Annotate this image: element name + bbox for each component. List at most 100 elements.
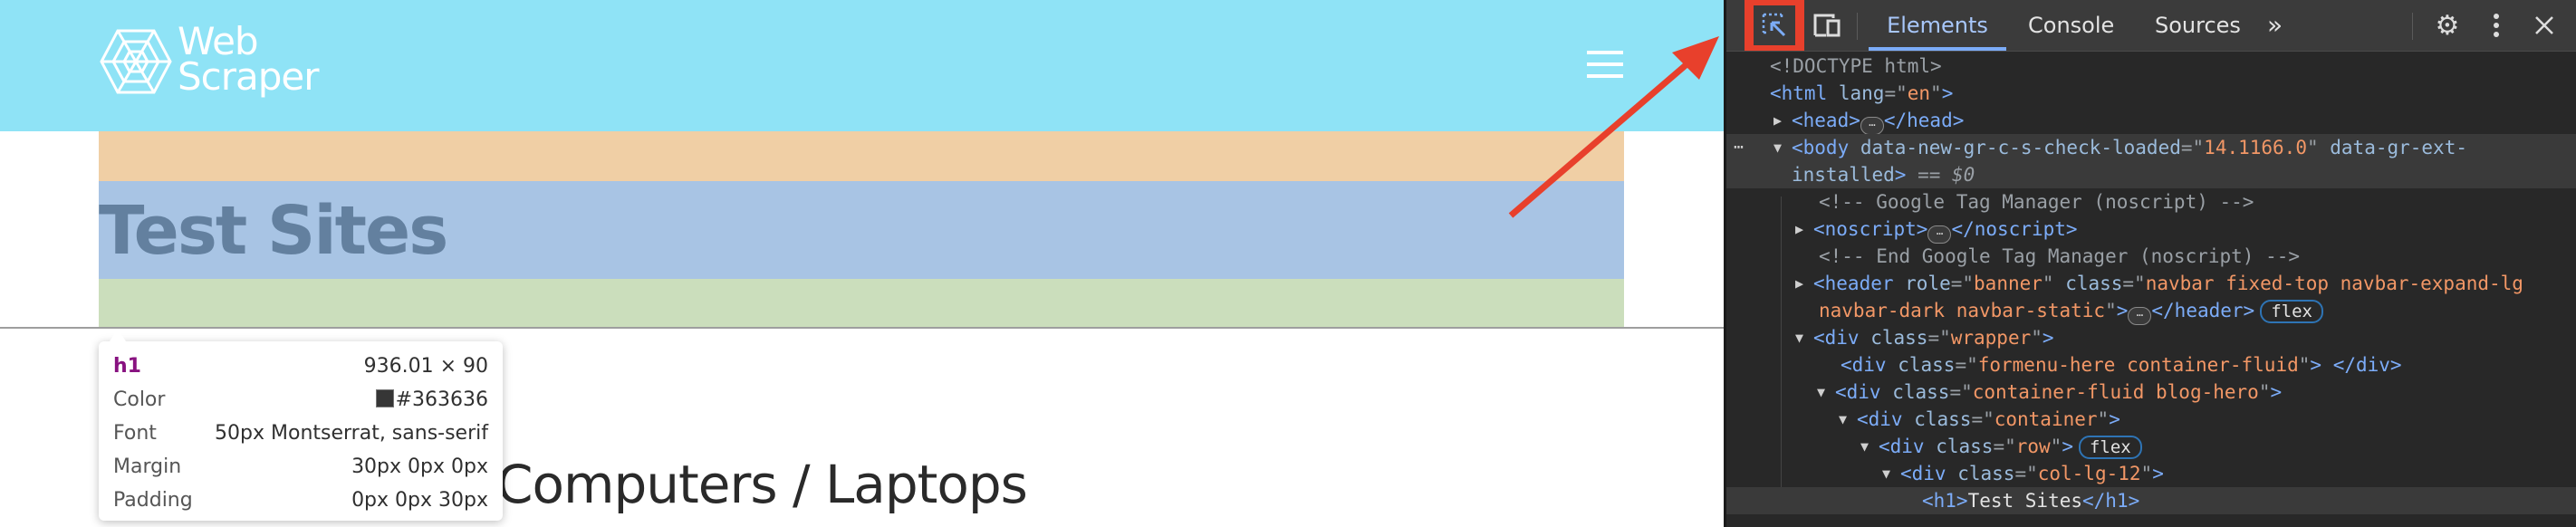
dom-node-row[interactable]: installed> == $0 — [1726, 161, 2576, 188]
logo-line-1: Web — [178, 19, 259, 63]
dom-node-row[interactable]: <html lang="en"> — [1726, 80, 2576, 107]
node-actions-icon[interactable]: ⋯ — [1734, 138, 1744, 157]
tab-sources[interactable]: Sources — [2155, 13, 2241, 38]
collapse-triangle-icon[interactable]: ▼ — [1817, 384, 1826, 400]
tooltip-label: Color — [113, 388, 166, 411]
indent-guide — [1781, 196, 1782, 504]
dom-token: =" — [2122, 273, 2146, 294]
expand-triangle-icon[interactable]: ▶ — [1773, 112, 1783, 129]
dom-token: </head> — [1883, 110, 1965, 131]
more-tabs-button[interactable]: » — [2267, 10, 2283, 40]
flex-badge[interactable]: flex — [2078, 436, 2142, 459]
dom-token: == — [1906, 164, 1953, 186]
dom-token: <html — [1770, 82, 1839, 104]
dom-token: lang — [1838, 82, 1885, 104]
tooltip-label: Font — [113, 421, 157, 445]
dom-node-row[interactable]: <!-- Google Tag Manager (noscript) --> — [1726, 188, 2576, 216]
dom-token: <!-- Google Tag Manager (noscript) --> — [1819, 191, 2254, 213]
dom-token: " — [2298, 354, 2311, 376]
dom-token: <noscript> — [1813, 218, 1928, 240]
web-scraper-logo[interactable]: Web Scraper — [98, 19, 360, 107]
dom-token: data-gr-ext- — [2330, 137, 2467, 158]
dom-node-row[interactable]: ▼<div class="wrapper"> — [1726, 324, 2576, 351]
dom-token: installed — [1792, 164, 1895, 186]
content-highlight — [99, 181, 1624, 279]
divider — [0, 327, 1724, 329]
dom-token: > — [2270, 381, 2283, 403]
dom-token: " — [1930, 82, 1942, 104]
collapse-triangle-icon[interactable]: ▼ — [1860, 438, 1870, 455]
dom-token: <body — [1792, 137, 1860, 158]
dom-node-row[interactable]: ▶ <head>⋯</head> — [1726, 107, 2576, 135]
dom-token: > — [2116, 300, 2129, 321]
dom-token: <h1> — [1922, 490, 1968, 512]
dom-token: </h1> — [2082, 490, 2140, 512]
tooltip-label: Padding — [113, 488, 193, 512]
dom-token: navbar-dark navbar-static — [1819, 300, 2106, 321]
dom-node-row[interactable]: ▶<noscript>⋯</noscript> — [1726, 216, 2576, 244]
dom-token: " — [2042, 273, 2066, 294]
expand-triangle-icon[interactable]: ▶ — [1795, 221, 1804, 237]
gear-icon[interactable]: ⚙ — [2435, 9, 2460, 42]
tooltip-tag: h1 — [113, 354, 141, 378]
dom-token: " — [2097, 408, 2110, 430]
dom-token: <header — [1813, 273, 1906, 294]
tab-console[interactable]: Console — [2028, 13, 2115, 38]
dom-token: 14.1166.0 — [2204, 137, 2307, 158]
expand-ellipsis-button[interactable]: ⋯ — [1927, 225, 1952, 244]
dom-node-row[interactable]: ▼<div class="container-fluid blog-hero"> — [1726, 378, 2576, 406]
tooltip-value: 50px Montserrat, sans-serif — [215, 421, 488, 445]
dom-token: class — [1892, 381, 1950, 403]
flex-badge[interactable]: flex — [2260, 300, 2323, 323]
more-vert-icon[interactable] — [2483, 0, 2510, 51]
dom-token: <head> — [1792, 110, 1860, 131]
close-icon[interactable] — [2528, 0, 2561, 51]
category-heading: Computers / Laptops — [496, 454, 1028, 515]
dom-token: " — [2050, 436, 2062, 457]
dom-node-row[interactable]: ▼<div class="container"> — [1726, 406, 2576, 433]
dom-token: wrapper — [1950, 327, 2032, 349]
dom-token: " — [2140, 463, 2153, 484]
tooltip-size: 936.01 × 90 — [363, 354, 488, 378]
dom-node-row[interactable]: <h1>Test Sites</h1> — [1726, 487, 2576, 514]
dom-token: container — [1994, 408, 2098, 430]
webpage-viewport: Web Scraper Test Sites Computers / Lapto… — [0, 0, 1724, 515]
collapse-triangle-icon[interactable]: ▼ — [1839, 411, 1848, 427]
expand-triangle-icon[interactable]: ▶ — [1795, 275, 1804, 292]
dom-node-row[interactable]: ▶<header role="banner" class="navbar fix… — [1726, 270, 2576, 297]
collapse-triangle-icon[interactable]: ▼ — [1882, 465, 1891, 482]
dom-node-row[interactable]: ▼<div class="col-lg-12"> — [1726, 460, 2576, 487]
expand-ellipsis-button[interactable]: ⋯ — [2128, 307, 2152, 325]
hamburger-menu-icon[interactable] — [1587, 51, 1623, 78]
collapse-triangle-icon[interactable]: ▼ — [1795, 330, 1804, 346]
margin-highlight — [99, 131, 1624, 181]
dom-token: > </div> — [2310, 354, 2402, 376]
dom-node-row[interactable]: <div class="formenu-here container-fluid… — [1726, 351, 2576, 378]
dom-token: =" — [1993, 436, 2016, 457]
dom-token: > — [2109, 408, 2120, 430]
dom-node-row[interactable]: <!DOCTYPE html> — [1726, 53, 2576, 80]
dom-token: <!-- End Google Tag Manager (noscript) -… — [1819, 245, 2301, 267]
expand-ellipsis-button[interactable]: ⋯ — [1860, 117, 1884, 135]
dom-token: row — [2015, 436, 2051, 457]
device-toolbar-button[interactable] — [1810, 0, 1846, 51]
dom-node-row[interactable]: <!-- End Google Tag Manager (noscript) -… — [1726, 243, 2576, 270]
dom-token: class — [1957, 463, 2015, 484]
dom-token: " — [2258, 381, 2271, 403]
dom-node-row[interactable]: navbar-dark navbar-static">⋯</header>fle… — [1726, 297, 2576, 325]
dom-token: class — [1914, 408, 1972, 430]
tooltip-value: 0px 0px 30px — [351, 488, 488, 512]
inspect-element-icon — [1762, 13, 1786, 37]
dom-node-row[interactable]: ⋯▼<body data-new-gr-c-s-check-loaded="14… — [1726, 134, 2576, 161]
dom-token: class — [1898, 354, 1956, 376]
dom-token: <div — [1841, 354, 1898, 376]
dom-token: > — [2152, 463, 2164, 484]
inspect-element-button[interactable] — [1745, 0, 1804, 51]
collapse-triangle-icon[interactable]: ▼ — [1773, 139, 1783, 156]
dom-token: =" — [1927, 327, 1951, 349]
tab-elements[interactable]: Elements — [1869, 0, 2006, 51]
dom-token: =" — [1949, 381, 1973, 403]
devtools-toolbar: Elements Console Sources » ⚙ — [1726, 0, 2576, 52]
dom-node-row[interactable]: ▼<div class="row">flex — [1726, 433, 2576, 460]
dom-token: =" — [2180, 137, 2205, 158]
